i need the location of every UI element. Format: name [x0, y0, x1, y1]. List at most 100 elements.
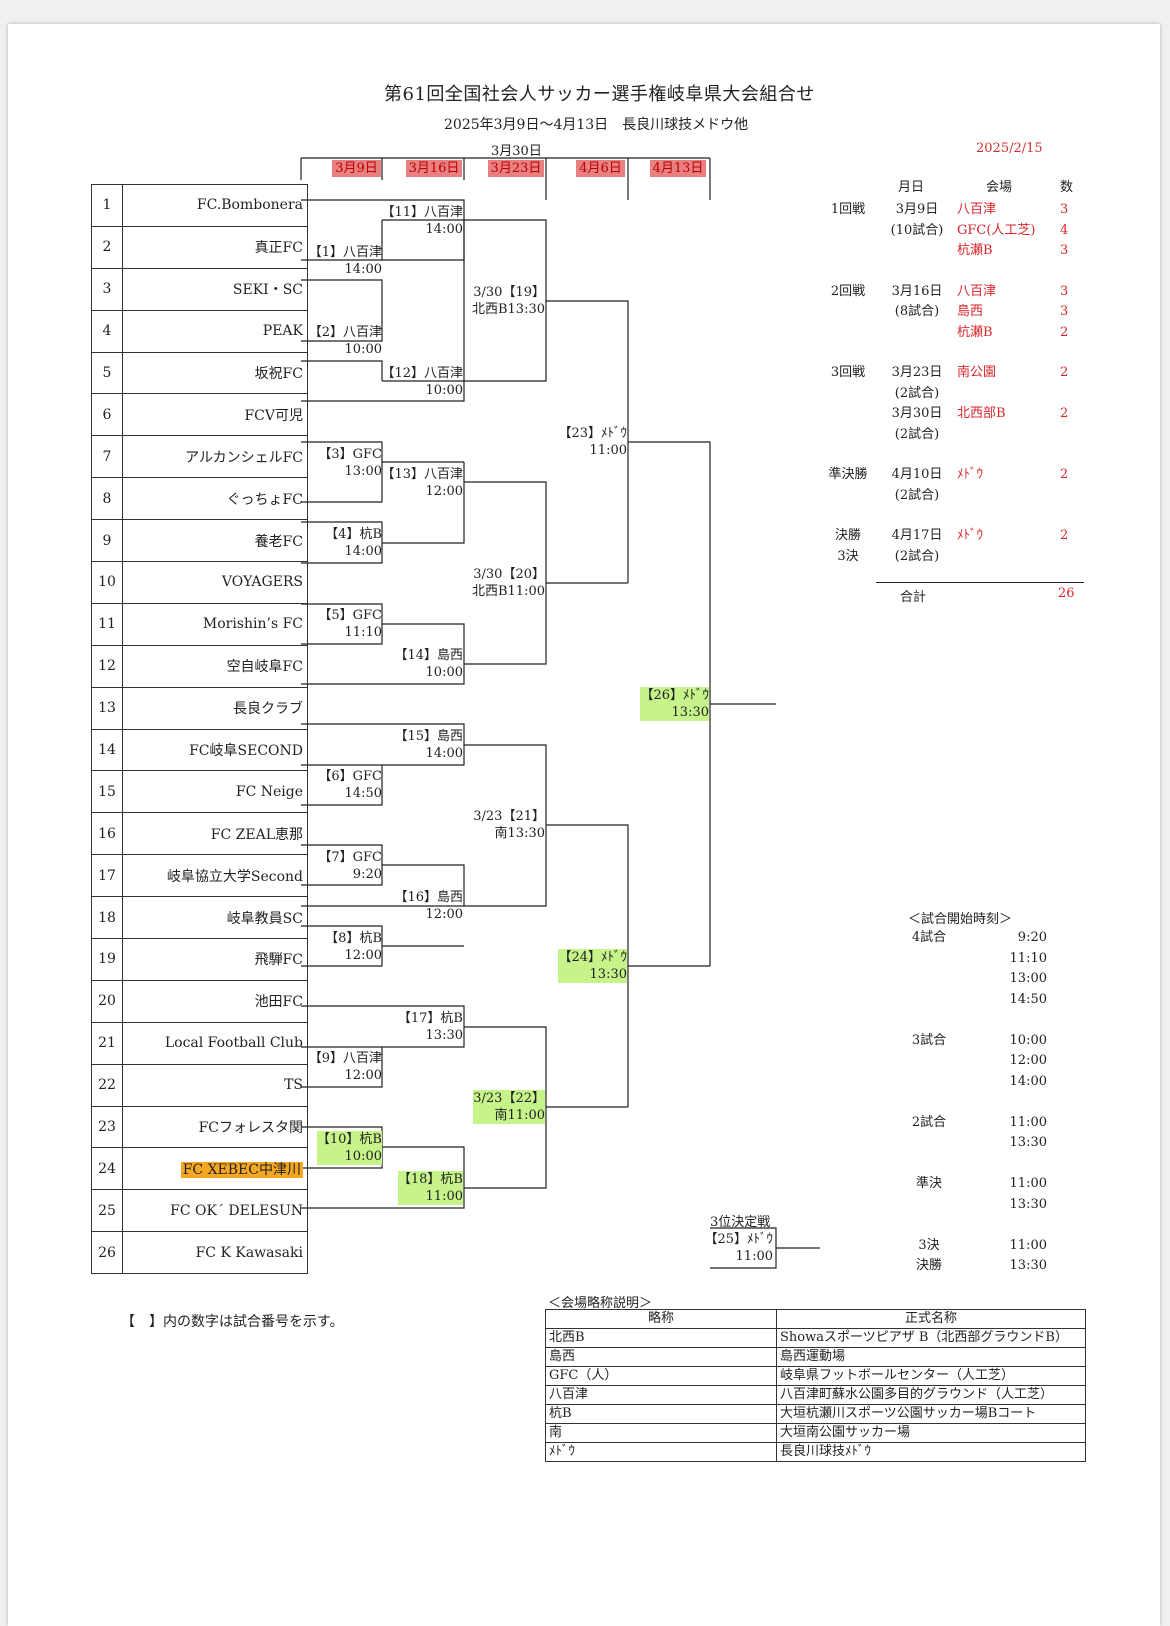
team-no: 6 — [91, 393, 123, 437]
venue-full-name: 長良川球技ﾒﾄﾞｳ — [776, 1442, 1086, 1462]
match-label: 【3】GFC — [318, 447, 382, 462]
schedule-date: 3月23日 — [891, 365, 943, 380]
schedule-round: ​ — [821, 425, 875, 446]
match-time: 12:00 — [344, 948, 382, 963]
schedule-date: ​ — [884, 241, 950, 262]
schedule-round: 1回戦 — [830, 202, 866, 217]
team-no: 22 — [91, 1063, 123, 1107]
match-time: 14:50 — [344, 786, 382, 801]
schedule-date: (2試合) — [894, 548, 940, 564]
schedule-count: 3 — [1060, 304, 1069, 319]
team-no: 9 — [91, 519, 123, 563]
match-time: 北西B11:00 — [471, 584, 545, 599]
match-time: 13:00 — [344, 464, 382, 479]
schedule-header-date: 月日 — [898, 180, 925, 195]
team-no: 26 — [91, 1231, 123, 1275]
document-sheet: 第61回全国社会人サッカー選手権岐阜県大会組合せ 2025年3月9日～4月13日… — [8, 24, 1160, 1626]
round-header-3: 3月23日 — [488, 160, 544, 177]
team-name: FC Neige — [122, 770, 308, 814]
round-header-top: 3月30日 — [491, 144, 542, 159]
match-label: 【14】島西 — [394, 648, 463, 663]
venue-legend-title: ＜会場略称説明＞ — [548, 1296, 653, 1311]
venue-abbr: 八百津 — [545, 1385, 777, 1405]
match-label: 【16】島西 — [394, 890, 463, 905]
team-name: FCV可児 — [122, 393, 308, 437]
kickoff-time: 11:10 — [1009, 950, 1047, 966]
team-name: Local Football Club — [122, 1021, 308, 1065]
kickoff-time: 9:20 — [1017, 930, 1047, 945]
schedule-round: 準決勝 — [828, 467, 868, 482]
match-label: 3/30【19】 — [473, 285, 545, 300]
schedule-venue: ​ — [957, 425, 1036, 446]
match-time: 9:20 — [352, 867, 382, 882]
kickoff-group-label: 3決 — [918, 1237, 940, 1253]
kickoff-time: 13:00 — [1009, 971, 1047, 986]
schedule-round: ​ — [821, 241, 875, 262]
schedule-date: 4月17日 — [891, 528, 943, 543]
match-label: 【6】GFC — [318, 769, 382, 784]
team-no: 7 — [91, 435, 123, 479]
schedule-date: (2試合) — [894, 426, 940, 442]
team-name: 真正FC — [122, 225, 308, 269]
third-place-title: 3位決定戦 — [710, 1215, 771, 1230]
team-no: 19 — [91, 938, 123, 981]
match-label: 3/23【22】 — [473, 1090, 545, 1107]
match-time: 南11:00 — [473, 1107, 545, 1124]
team-name: FC.Bombonera — [122, 184, 308, 227]
kickoff-time: 11:00 — [1009, 1237, 1047, 1253]
schedule-date: (8試合) — [894, 304, 940, 319]
match-21: 3/23【21】南13:30 — [473, 808, 545, 842]
match-label: 3/30【20】 — [473, 567, 545, 582]
team-no: 17 — [91, 854, 123, 898]
schedule-date: (10試合) — [890, 222, 944, 238]
schedule-round: ​ — [821, 486, 875, 507]
kickoff-time: 14:00 — [1009, 1073, 1047, 1089]
schedule-date: (2試合) — [894, 385, 940, 401]
match-label: 【9】八百津 — [308, 1051, 382, 1066]
team-name: 岐阜教員SC — [122, 896, 308, 940]
schedule-venue: ﾒﾄﾞｳ — [957, 528, 983, 543]
team-no: 5 — [91, 351, 123, 395]
schedule-date: 3月9日 — [895, 202, 939, 217]
schedule-round: 3回戦 — [830, 365, 866, 380]
venue-header-full: 正式名称 — [776, 1309, 1086, 1329]
match-label: 【12】八百津 — [381, 366, 463, 381]
match-time: 12:00 — [425, 907, 463, 922]
match-22: 3/23【22】南11:00 — [473, 1090, 545, 1124]
schedule-count: 3 — [1060, 202, 1069, 217]
venue-abbr: 杭B — [545, 1404, 777, 1424]
team-no: 3 — [91, 267, 123, 311]
team-name: ぐっちょFC — [122, 477, 308, 521]
kickoff-labels: 4試合 3試合 2試合 準決 3決 決勝 — [904, 928, 954, 1277]
venue-abbr: 北西B — [545, 1328, 777, 1348]
team-no: 15 — [91, 770, 123, 814]
match-time: 14:00 — [425, 222, 463, 237]
match-time: 13:30 — [640, 704, 709, 721]
match-label: 【26】ﾒﾄﾞｳ — [640, 687, 709, 704]
